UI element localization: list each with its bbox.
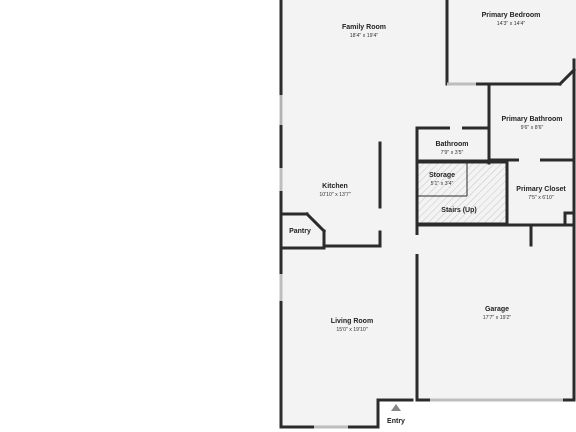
family-room-name: Family Room: [342, 24, 386, 31]
garage-name: Garage: [485, 306, 509, 313]
bathroom-dims: 7'9" x 3'5": [441, 150, 464, 156]
kitchen-name: Kitchen: [322, 183, 348, 190]
stairs-hatch: [418, 163, 506, 223]
primary-closet-dims: 7'5" x 6'10": [528, 195, 554, 201]
primary-closet-name: Primary Closet: [516, 186, 566, 193]
stairs-name: Stairs (Up): [441, 207, 476, 214]
doors: [415, 126, 540, 254]
storage-dims: 5'1" x 3'4": [431, 181, 454, 187]
living-room-name: Living Room: [331, 318, 373, 325]
living-room-dims: 15'0" x 19'10": [336, 327, 367, 333]
windows: [279, 82, 563, 429]
storage-name: Storage: [429, 172, 455, 179]
primary-bedroom-dims: 14'3" x 14'4": [497, 21, 526, 27]
primary-bathroom-name: Primary Bathroom: [501, 116, 562, 123]
entry-label: Entry: [387, 418, 405, 425]
interior-walls: [279, 0, 576, 402]
kitchen-dims: 10'10" x 13'7": [319, 192, 350, 198]
family-room-dims: 18'4" x 19'4": [350, 33, 379, 39]
garage-dims: 17'7" x 19'2": [483, 315, 512, 321]
primary-bathroom-dims: 9'6" x 8'6": [521, 125, 544, 131]
up-arrow-icon: [391, 404, 401, 411]
pantry-name: Pantry: [289, 228, 311, 235]
primary-bedroom-name: Primary Bedroom: [482, 12, 541, 19]
room-labels: Family Room 18'4" x 19'4" Primary Bedroo…: [289, 12, 566, 333]
bathroom-name: Bathroom: [435, 141, 468, 148]
